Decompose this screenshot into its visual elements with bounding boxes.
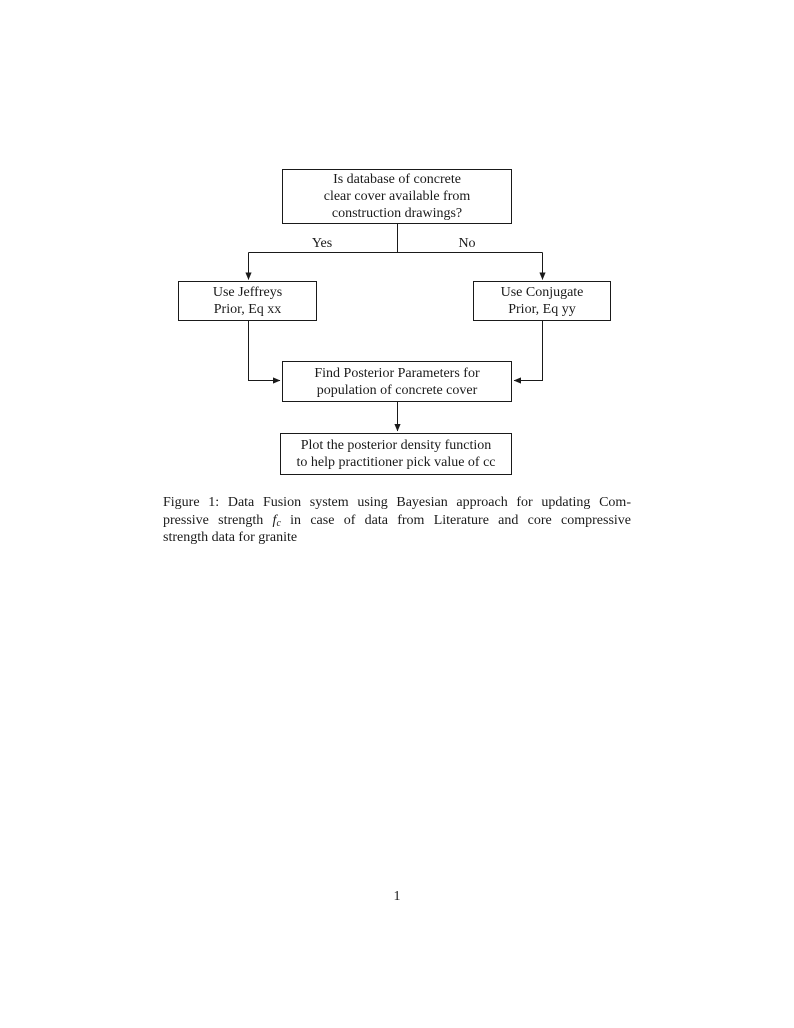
- math-f: f: [272, 512, 277, 528]
- decision-node-label: Is database of concrete clear cover avai…: [323, 172, 471, 221]
- caption-line2-text-before: pressive strength: [163, 512, 264, 528]
- edge-decision-branch: [248, 224, 543, 253]
- flowchart-node-posterior-parameters: Find Posterior Parameters for population…: [282, 361, 512, 402]
- edge-label-no: No: [458, 236, 476, 251]
- plot-node-label: Plot the posterior density function to h…: [296, 438, 496, 470]
- caption-line-2: pressive strength fc in case of data fro…: [163, 512, 631, 530]
- posterior-node-label: Find Posterior Parameters for population…: [314, 365, 480, 398]
- caption-line-3: strength data for granite: [163, 530, 298, 546]
- jeffreys-node-label: Use Jeffreys Prior, Eq xx: [212, 285, 283, 317]
- flowchart-node-decision: Is database of concrete clear cover avai…: [282, 169, 512, 224]
- caption-line-1: Figure 1: Data Fusion system using Bayes…: [163, 495, 631, 510]
- flowchart-node-plot-density: Plot the posterior density function to h…: [280, 433, 512, 475]
- math-subscript-c: c: [276, 517, 281, 529]
- caption-line2-text-after: in case of data from Literature and core…: [290, 512, 632, 528]
- figure-caption: Figure 1: Data Fusion system using Bayes…: [163, 494, 631, 547]
- page-number: 1: [393, 889, 401, 904]
- edge-conjugate-to-posterior: [513, 321, 543, 384]
- flowchart-node-jeffreys-prior: Use Jeffreys Prior, Eq xx: [178, 281, 317, 321]
- edge-jeffreys-to-posterior: [248, 321, 281, 384]
- math-fc-symbol: fc: [272, 512, 281, 529]
- edge-label-yes: Yes: [311, 236, 333, 251]
- flowchart-node-conjugate-prior: Use Conjugate Prior, Eq yy: [473, 281, 611, 321]
- conjugate-node-label: Use Conjugate Prior, Eq yy: [500, 285, 584, 317]
